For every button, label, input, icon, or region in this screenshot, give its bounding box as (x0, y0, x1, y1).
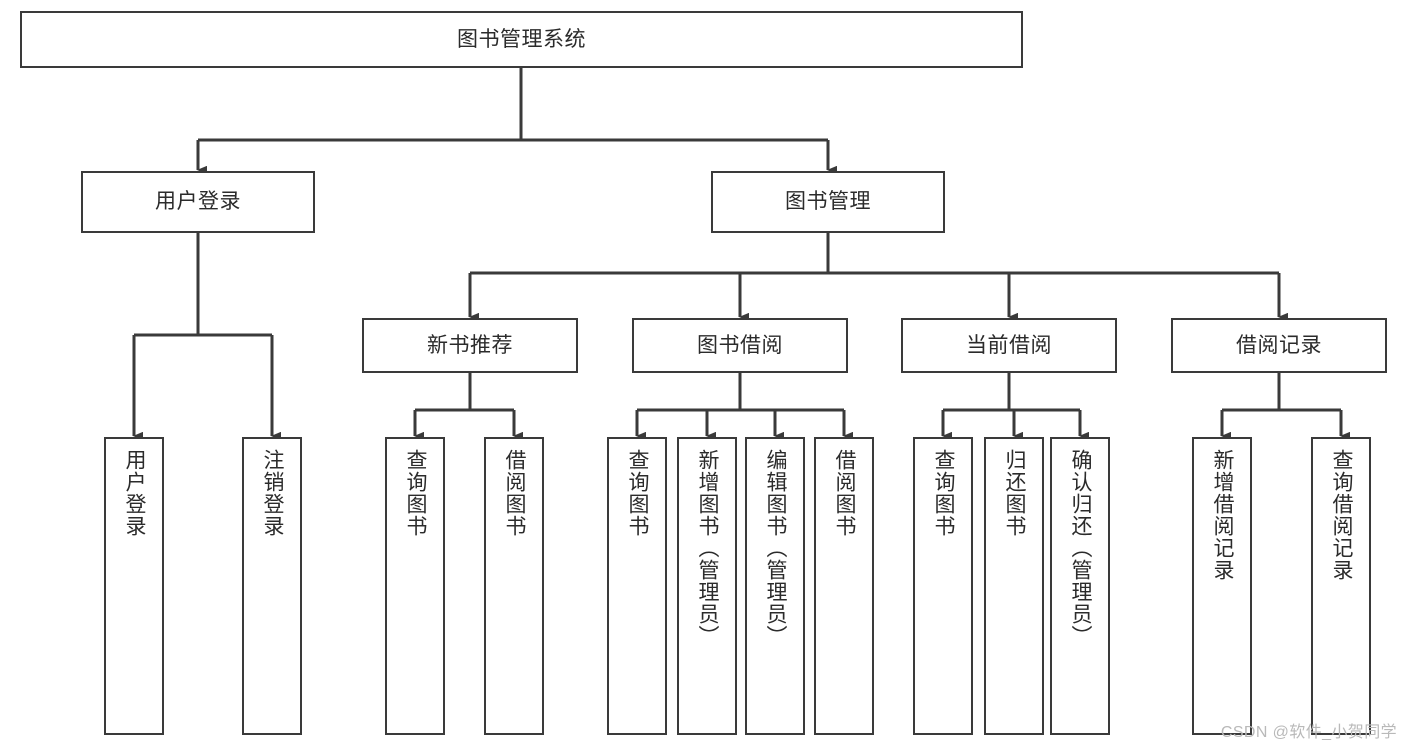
node-label: 图书管理 (785, 190, 871, 214)
node-label: 图书借阅 (697, 333, 783, 357)
leaf-node-leaf-add-borrow-record[interactable]: 新增借阅记录 (1192, 437, 1252, 735)
node-label: 借阅图书 (503, 449, 527, 537)
node-label: 查询图书 (626, 449, 650, 537)
watermark-label: CSDN @软件_小贺同学 (1220, 724, 1397, 741)
node-label: 借阅图书 (833, 449, 857, 537)
node-label: 新增图书（管理员） (696, 449, 720, 647)
level3-node-book-borrow[interactable]: 图书借阅 (632, 318, 848, 373)
node-label: 查询图书 (932, 449, 956, 537)
leaf-node-leaf-logout-login[interactable]: 注销登录 (242, 437, 302, 735)
node-label: 借阅记录 (1236, 333, 1322, 357)
leaf-node-leaf-return-book[interactable]: 归还图书 (984, 437, 1044, 735)
node-label: 确认归还（管理员） (1069, 449, 1093, 647)
level2-node-book-manage[interactable]: 图书管理 (711, 171, 945, 233)
leaf-node-leaf-confirm-return-admin[interactable]: 确认归还（管理员） (1050, 437, 1110, 735)
node-label: 用户登录 (123, 449, 147, 537)
node-label: 图书管理系统 (457, 27, 586, 51)
leaf-node-leaf-query-book-borrow[interactable]: 查询图书 (607, 437, 667, 735)
node-label: 注销登录 (261, 449, 285, 537)
leaf-node-leaf-edit-book-admin[interactable]: 编辑图书（管理员） (745, 437, 805, 735)
node-label: 新书推荐 (427, 333, 513, 357)
leaf-node-leaf-add-book-admin[interactable]: 新增图书（管理员） (677, 437, 737, 735)
leaf-node-leaf-borrow-book[interactable]: 借阅图书 (814, 437, 874, 735)
level3-node-new-book-recommend[interactable]: 新书推荐 (362, 318, 578, 373)
node-label: 查询图书 (404, 449, 428, 537)
node-label: 当前借阅 (966, 333, 1052, 357)
node-label: 查询借阅记录 (1330, 449, 1354, 581)
node-label: 编辑图书（管理员） (764, 449, 788, 647)
level2-node-user-login[interactable]: 用户登录 (81, 171, 315, 233)
leaf-node-leaf-query-book-current[interactable]: 查询图书 (913, 437, 973, 735)
level3-node-borrow-record[interactable]: 借阅记录 (1171, 318, 1387, 373)
node-label: 用户登录 (155, 190, 241, 214)
leaf-node-leaf-query-borrow-record[interactable]: 查询借阅记录 (1311, 437, 1371, 735)
node-label: 新增借阅记录 (1211, 449, 1235, 581)
level3-node-current-borrow[interactable]: 当前借阅 (901, 318, 1117, 373)
root-node-root[interactable]: 图书管理系统 (20, 11, 1023, 68)
node-label: 归还图书 (1003, 449, 1027, 537)
leaf-node-leaf-query-book-rec[interactable]: 查询图书 (385, 437, 445, 735)
leaf-node-leaf-borrow-book-rec[interactable]: 借阅图书 (484, 437, 544, 735)
leaf-node-leaf-user-login[interactable]: 用户登录 (104, 437, 164, 735)
